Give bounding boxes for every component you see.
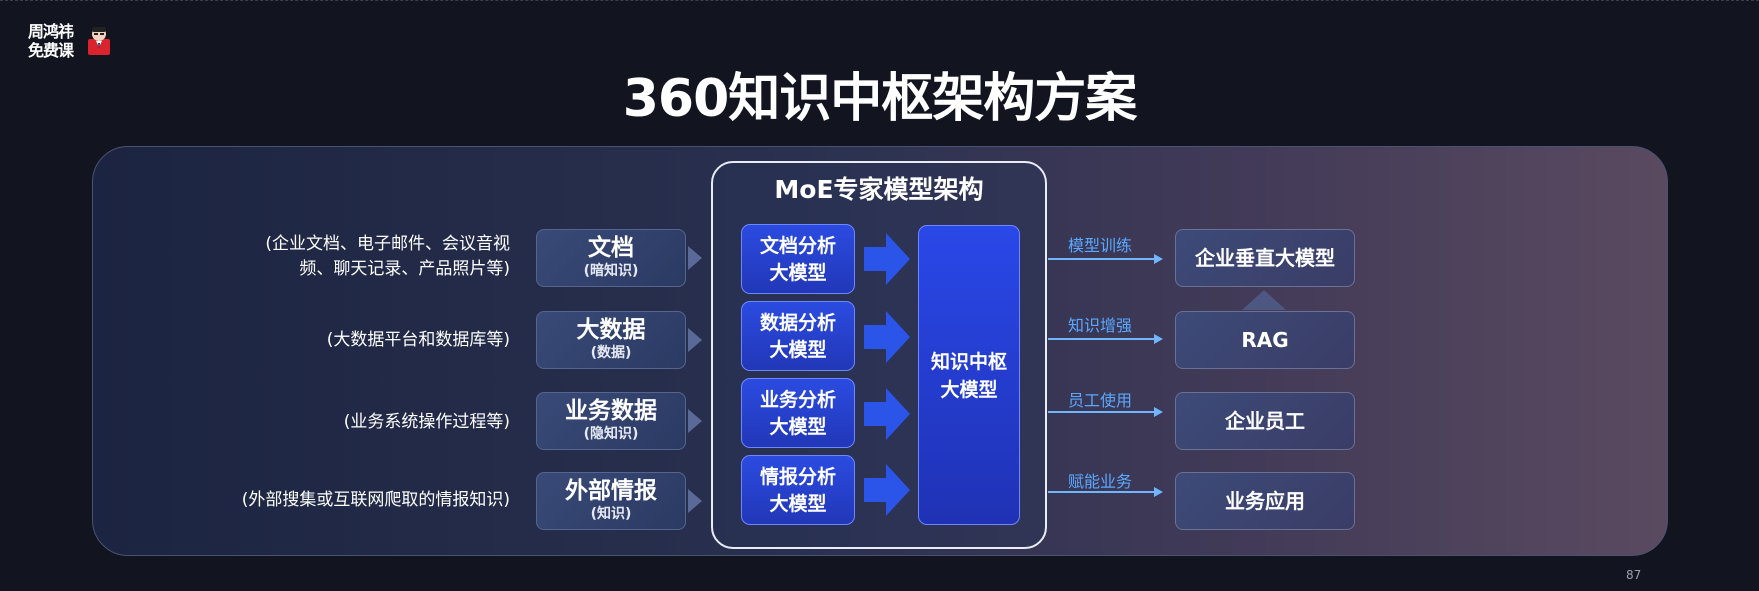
expert-box-documents: 文档分析 大模型 (741, 224, 855, 294)
arrow-right-icon (864, 464, 910, 516)
source-desc-business: (业务系统操作过程等) (343, 412, 510, 432)
output-label: 赋能业务 (1068, 472, 1133, 491)
expert-box-data: 数据分析 大模型 (741, 301, 855, 371)
output-label: 模型训练 (1068, 236, 1133, 255)
output-box-business-apps: 业务应用 (1175, 472, 1355, 530)
source-desc-bigdata: (大数据平台和数据库等) (326, 330, 510, 350)
expert-line-1: 数据分析 (759, 312, 836, 334)
source-sub: (隐知识) (583, 426, 639, 442)
source-pointer-icon (688, 246, 702, 270)
expert-line-2: 大模型 (769, 416, 827, 438)
expert-line-1: 情报分析 (759, 466, 836, 488)
source-desc-line: 频、聊天记录、产品照片等) (299, 259, 510, 279)
source-desc-line: (企业文档、电子邮件、会议音视 (265, 234, 510, 254)
expert-box-intel: 情报分析 大模型 (741, 455, 855, 525)
output-arrow-line (1048, 258, 1154, 260)
source-main: 外部情报 (565, 478, 657, 504)
top-divider (0, 0, 1759, 1)
arrow-right-icon (864, 388, 910, 440)
arrow-head-icon (1154, 334, 1163, 344)
hub-line-1: 知识中枢 (930, 351, 1007, 373)
arrow-head-icon (1154, 487, 1163, 497)
expert-box-business: 业务分析 大模型 (741, 378, 855, 448)
source-box-business: 业务数据 (隐知识) (536, 392, 686, 450)
logo-line-2: 免费课 (28, 41, 74, 60)
expert-line-1: 业务分析 (759, 389, 836, 411)
output-label: 知识增强 (1068, 316, 1133, 335)
source-box-documents: 文档 (暗知识) (536, 229, 686, 287)
source-main: 大数据 (576, 317, 646, 343)
presenter-avatar-icon (88, 27, 110, 55)
source-pointer-icon (688, 328, 702, 352)
source-main: 文档 (588, 235, 634, 261)
page-title: 360知识中枢架构方案 (622, 69, 1138, 129)
source-sub: (暗知识) (583, 263, 639, 279)
expert-line-2: 大模型 (769, 262, 827, 284)
output-box-rag: RAG (1175, 311, 1355, 369)
source-box-intel: 外部情报 (知识) (536, 472, 686, 530)
logo-text: 周鸿祎 免费课 (28, 22, 74, 60)
logo: 周鸿祎 免费课 (28, 22, 112, 62)
expert-line-2: 大模型 (769, 339, 827, 361)
page-number: 87 (1626, 568, 1642, 582)
arrow-right-icon (864, 311, 910, 363)
expert-line-2: 大模型 (769, 493, 827, 515)
source-sub: (数据) (590, 345, 632, 361)
source-sub: (知识) (590, 506, 632, 522)
arrow-head-icon (1154, 254, 1163, 264)
knowledge-hub-text: 知识中枢 大模型 (919, 348, 1019, 404)
source-desc-intel: (外部搜集或互联网爬取的情报知识) (241, 490, 510, 510)
output-arrow-line (1048, 338, 1154, 340)
source-pointer-icon (688, 409, 702, 433)
arrow-right-icon (864, 233, 910, 285)
moe-title: MoE专家模型架构 (774, 175, 984, 204)
source-pointer-icon (688, 489, 702, 513)
output-box-employees: 企业员工 (1175, 392, 1355, 450)
logo-line-1: 周鸿祎 (28, 22, 74, 41)
triangle-up-icon (1242, 290, 1286, 310)
output-arrow-line (1048, 491, 1154, 493)
arrow-head-icon (1154, 407, 1163, 417)
source-box-bigdata: 大数据 (数据) (536, 311, 686, 369)
hub-line-2: 大模型 (940, 379, 998, 401)
output-arrow-line (1048, 411, 1154, 413)
source-main: 业务数据 (565, 398, 657, 424)
expert-line-1: 文档分析 (759, 235, 836, 257)
output-label: 员工使用 (1068, 391, 1133, 410)
source-desc-documents: (企业文档、电子邮件、会议音视 频、聊天记录、产品照片等) (210, 232, 510, 282)
knowledge-hub-box: 知识中枢 大模型 (918, 225, 1020, 525)
output-box-vertical-model: 企业垂直大模型 (1175, 229, 1355, 287)
